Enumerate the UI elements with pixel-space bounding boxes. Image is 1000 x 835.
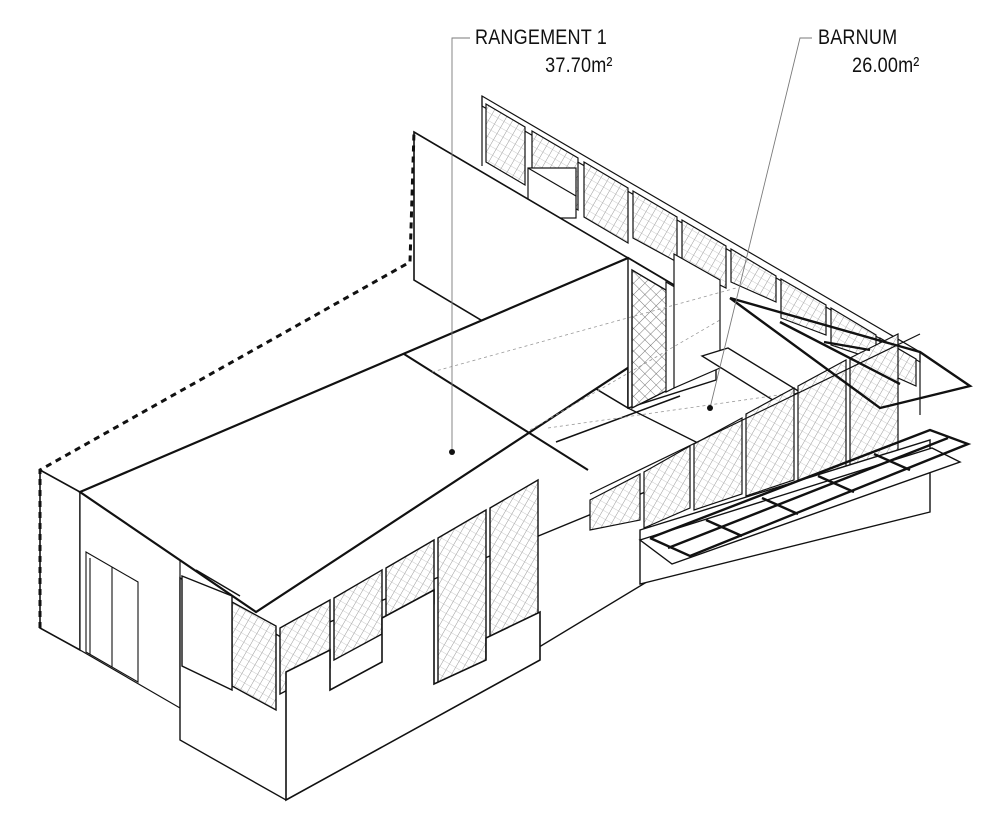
sight-lines: [431, 287, 801, 431]
trellis-grid: [649, 296, 973, 558]
label-leaders: [451, 37, 812, 452]
room-label-rangement: RANGEMENT 1 37.70m²: [475, 24, 613, 80]
room-label-barnum: BARNUM 26.00m²: [818, 24, 919, 80]
room-marker-barnum: [707, 405, 713, 411]
room-name: BARNUM: [818, 26, 898, 49]
glazed-door: [85, 551, 139, 683]
room-area: 37.70m²: [545, 54, 613, 77]
back-fence: [481, 94, 921, 415]
parapet-dotted: [38, 131, 416, 628]
courtyard: [555, 252, 802, 453]
front-wall-cutout: [285, 588, 541, 802]
room-name: RANGEMENT 1: [475, 26, 608, 49]
room-area: 26.00m²: [852, 54, 920, 77]
room-marker-rangement: [449, 449, 455, 455]
front-fence: [589, 333, 921, 531]
